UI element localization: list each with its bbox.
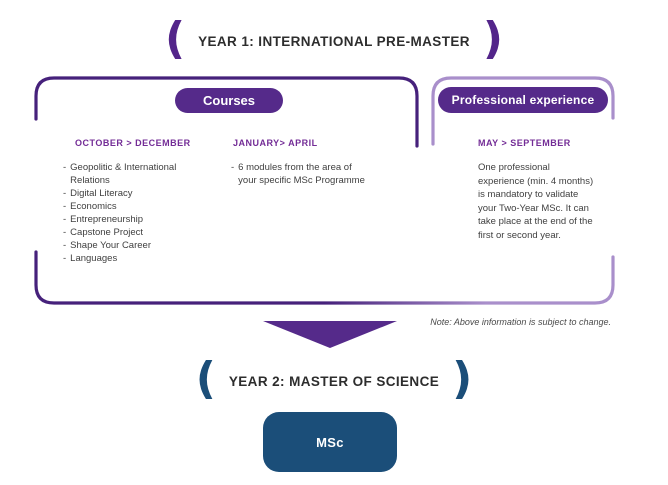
open-paren-icon: (	[195, 353, 216, 404]
year2-header: ( YEAR 2: MASTER OF SCIENCE )	[0, 356, 668, 406]
list-item: - Entrepreneurship	[63, 213, 195, 226]
bullet-dash: -	[63, 188, 67, 199]
bullet-dash: -	[63, 201, 67, 212]
bullet-dash: -	[63, 162, 67, 173]
year1-header: ( YEAR 1: INTERNATIONAL PRE-MASTER )	[0, 12, 668, 70]
list-item: - Geopolitic & International Relations	[63, 161, 195, 187]
bullet-dash: -	[63, 253, 67, 264]
year1-title: YEAR 1: INTERNATIONAL PRE-MASTER	[198, 33, 470, 49]
list-item: - Capstone Project	[63, 226, 195, 239]
course-item-label: Geopolitic & International Relations	[70, 162, 177, 186]
list-item: - 6 modules from the area of your specif…	[231, 161, 377, 187]
bullet-dash: -	[63, 214, 67, 225]
bullet-dash: -	[231, 162, 235, 173]
bullet-dash: -	[63, 240, 67, 251]
open-paren-icon: (	[164, 13, 186, 64]
course-item-label: Entrepreneurship	[70, 214, 144, 225]
modules-list: - 6 modules from the area of your specif…	[231, 161, 377, 187]
list-item: - Economics	[63, 200, 195, 213]
professional-experience-badge: Professional experience	[438, 87, 608, 113]
courses-badge: Courses	[175, 88, 283, 113]
course-item-label: Economics	[70, 201, 117, 212]
module-item-label: 6 modules from the area of your specific…	[238, 162, 365, 186]
column-header-january-april: JANUARY> APRIL	[233, 138, 318, 148]
column-header-october-december: OCTOBER > DECEMBER	[75, 138, 191, 148]
down-arrow-icon	[263, 321, 397, 348]
course-item-label: Shape Your Career	[70, 240, 151, 251]
list-item: - Languages	[63, 252, 195, 265]
msc-box: MSc	[263, 412, 397, 472]
list-item: - Shape Your Career	[63, 239, 195, 252]
close-paren-icon: )	[482, 13, 504, 64]
course-item-label: Languages	[70, 253, 118, 264]
list-item: - Digital Literacy	[63, 187, 195, 200]
msc-label: MSc	[316, 434, 344, 450]
year2-title: YEAR 2: MASTER OF SCIENCE	[228, 373, 440, 389]
courses-list: - Geopolitic & International Relations -…	[63, 161, 195, 265]
note-text: Note: Above information is subject to ch…	[430, 317, 611, 327]
course-item-label: Capstone Project	[70, 227, 144, 238]
bullet-dash: -	[63, 227, 67, 238]
close-paren-icon: )	[452, 353, 473, 404]
column-header-may-september: MAY > SEPTEMBER	[478, 138, 571, 148]
course-item-label: Digital Literacy	[70, 188, 133, 199]
professional-experience-text: One professional experience (min. 4 mont…	[478, 162, 594, 241]
